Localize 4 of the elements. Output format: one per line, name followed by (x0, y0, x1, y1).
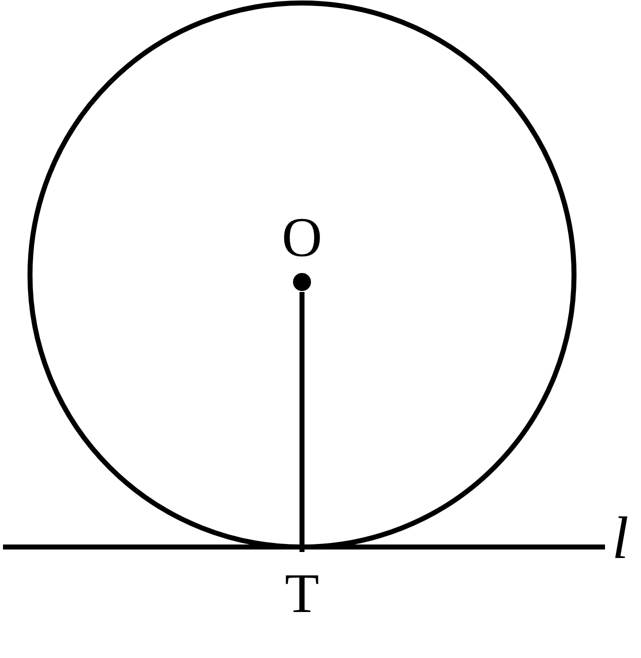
line-label: l (612, 508, 629, 568)
radius-line (300, 292, 304, 552)
point-label: T (284, 566, 320, 622)
point-label: O (282, 210, 322, 266)
